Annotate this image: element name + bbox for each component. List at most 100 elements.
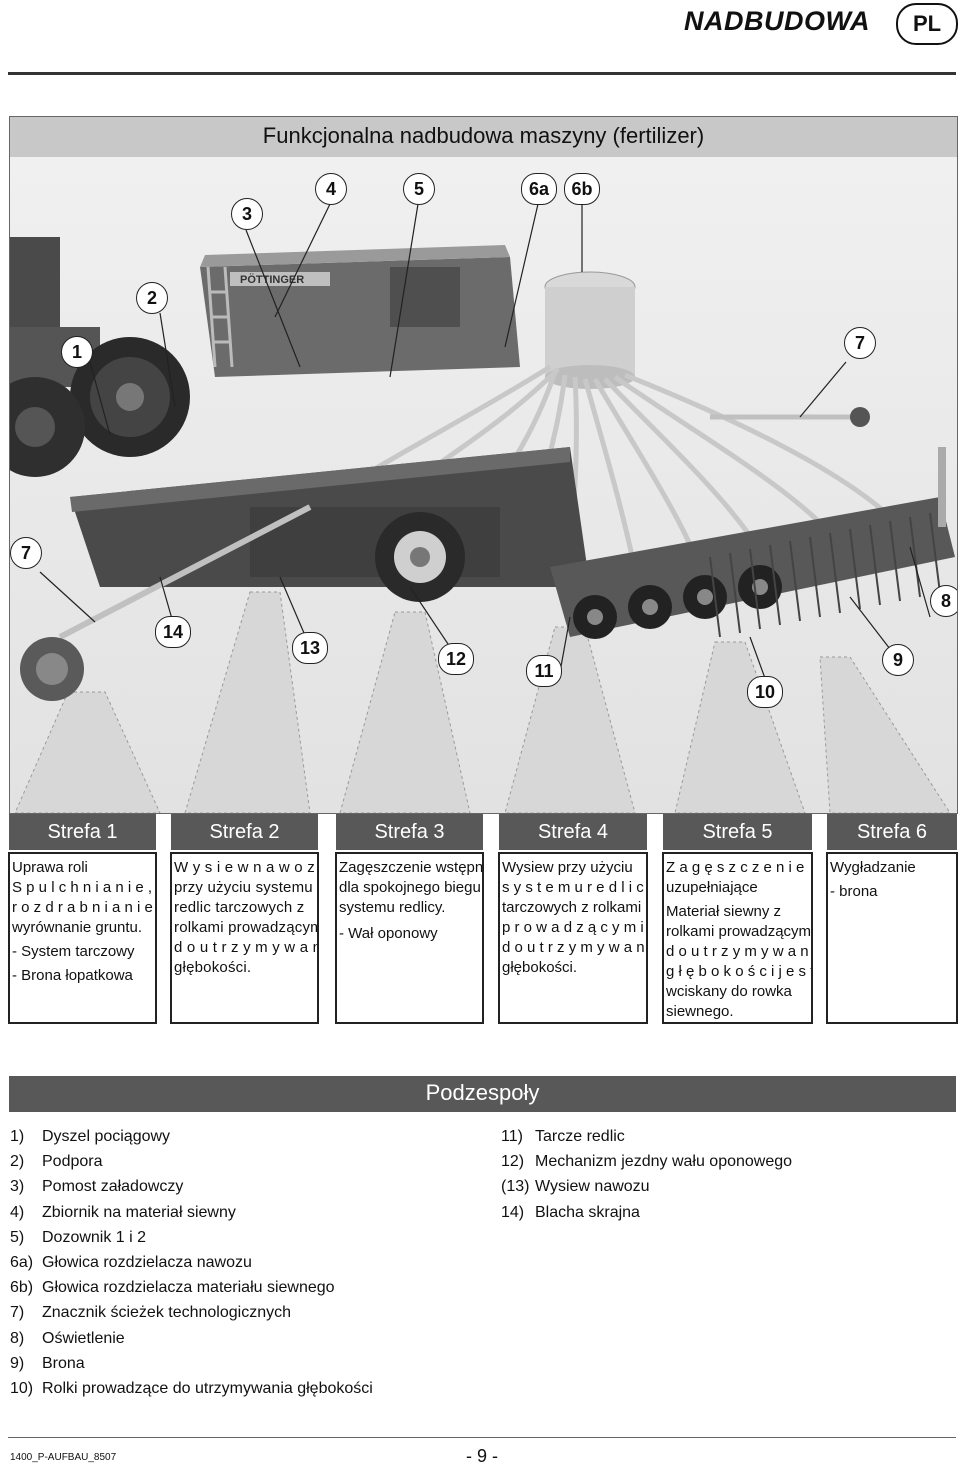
zone-3-description: Zagęszczenie wstępne dla spokojnego bieg… — [335, 852, 484, 1024]
components-list-right: 11)Tarcze redlic 12)Mechanizm jezdny wał… — [501, 1124, 792, 1225]
zone-2-line: rolkami prowadzącymi — [174, 919, 319, 936]
zone-6-line: Wygładzanie — [830, 859, 916, 876]
list-item: 3)Pomost załadowczy — [10, 1178, 184, 1196]
distributor-tower — [544, 271, 636, 389]
zone-5-line: wciskany do rowka — [666, 983, 792, 1000]
zone-1-header: Strefa 1 — [9, 814, 156, 850]
panel-title-bar — [10, 117, 957, 157]
list-item: 1)Dyszel pociągowy — [10, 1128, 171, 1145]
page-number: - 9 - — [466, 1446, 499, 1466]
panel-title: Funkcjonalna nadbudowa maszyny (fertiliz… — [262, 123, 705, 148]
zone-5-line: uzupełniające — [666, 879, 758, 896]
brand-label: PÖTTINGER — [240, 273, 304, 286]
zone-5-line: rolkami prowadzącymi — [666, 923, 813, 940]
callout-9: 9 — [882, 644, 914, 676]
language-badge: PL — [896, 3, 958, 45]
zone-3-line: Zagęszczenie wstępne — [339, 859, 484, 876]
zone-5-line: siewnego. — [666, 1003, 734, 1020]
list-item: 10)Rolki prowadzące do utrzymywania głęb… — [10, 1380, 373, 1398]
zone-2-line: redlic tarczowych z — [174, 899, 305, 916]
zone-1-line: - Brona łopatkowa — [12, 967, 133, 984]
zone-6-line: - brona — [830, 883, 878, 900]
callout-11: 11 — [526, 655, 562, 687]
machine-panel: Funkcjonalna nadbudowa maszyny (fertiliz… — [9, 116, 958, 814]
header-divider — [8, 72, 956, 75]
callout-12: 12 — [438, 643, 474, 675]
zone-5-line: Materiał siewny z — [666, 903, 782, 920]
callout-13: 13 — [292, 632, 328, 664]
components-list-left: 1)Dyszel pociągowy 2)Podpora 3)Pomost za… — [10, 1124, 373, 1401]
zone-3-line: systemu redlicy. — [339, 899, 446, 916]
zone-4-line: d o u t r z y m y w a n i a — [502, 939, 646, 956]
list-item: (13)Wysiew nawozu — [501, 1178, 650, 1196]
callout-6b: 6b — [564, 173, 600, 205]
document-code: 1400_P-AUFBAU_8507 — [10, 1452, 117, 1463]
zone-6-header: Strefa 6 — [827, 814, 957, 850]
callout-10: 10 — [747, 676, 783, 708]
tyre-packer — [375, 512, 465, 602]
list-item: 12)Mechanizm jezdny wału oponowego — [501, 1153, 793, 1171]
marker-arm-left — [20, 504, 312, 701]
zone-4-line: s y s t e m u r e d l i c — [502, 879, 644, 896]
zone-2-line: głębokości. — [174, 959, 252, 976]
callout-5: 5 — [403, 173, 435, 205]
zone-beam-1 — [14, 691, 161, 813]
zone-beam-6 — [819, 656, 951, 813]
zone-5-description: Z a g ę s z c z e n i e uzupełniające Ma… — [662, 852, 813, 1024]
zone-3-line: - Wał oponowy — [339, 925, 438, 942]
list-item: 6b)Głowica rozdzielacza materiału siewne… — [10, 1279, 335, 1297]
zone-5-line: d o u t r z y m y w a n i a — [666, 943, 813, 960]
zone-3-header: Strefa 3 — [336, 814, 483, 850]
callout-1: 1 — [61, 336, 93, 368]
zone-1-line: Uprawa roli — [12, 859, 88, 876]
list-item: 11)Tarcze redlic — [501, 1128, 625, 1145]
section-title: NADBUDOWA — [684, 6, 870, 36]
zone-4-description: Wysiew przy użyciu s y s t e m u r e d l… — [498, 852, 648, 1024]
callout-7-left: 7 — [10, 537, 42, 569]
list-item: 9)Brona — [10, 1354, 85, 1372]
zone-2-description: W y s i e w n a w o z u przy użyciu syst… — [170, 852, 319, 1024]
footer-divider — [8, 1437, 956, 1438]
zone-1-line: - System tarczowy — [12, 943, 135, 960]
zone-4-line: tarczowych z rolkami — [502, 899, 642, 916]
list-item: 6a)Głowica rozdzielacza nawozu — [10, 1254, 252, 1272]
list-item: 5)Dozownik 1 i 2 — [10, 1228, 147, 1246]
zone-beam-5 — [674, 641, 806, 813]
seed-hopper: PÖTTINGER — [200, 245, 520, 377]
zone-beam-2 — [184, 591, 311, 813]
lighting-post — [938, 447, 946, 527]
seed-drill-illustration: PÖTTINGER — [10, 157, 957, 813]
zone-beam-3 — [339, 611, 471, 813]
list-item: 8)Oświetlenie — [10, 1329, 125, 1347]
harrow — [709, 512, 941, 638]
zone-4-line: Wysiew przy użyciu — [502, 859, 633, 876]
zone-4-line: głębokości. — [502, 959, 578, 976]
zone-3-line: dla spokojnego biegu — [339, 879, 481, 896]
callout-7-right: 7 — [844, 327, 876, 359]
zone-2-line: d o u t r z y m y w a n i a — [174, 939, 317, 956]
ladder — [206, 266, 234, 368]
list-item: 4)Zbiornik na materiał siewny — [10, 1203, 236, 1221]
callout-8: 8 — [930, 585, 957, 617]
list-item: 7)Znacznik ścieżek technologicznych — [10, 1304, 292, 1322]
callout-2: 2 — [136, 282, 168, 314]
zone-5-header: Strefa 5 — [663, 814, 812, 850]
callout-6a: 6a — [521, 173, 557, 205]
marker-arm-right — [710, 407, 870, 427]
zone-2-header: Strefa 2 — [171, 814, 318, 850]
zone-2-line: W y s i e w n a w o z u — [174, 859, 319, 876]
zone-2-line: przy użyciu systemu — [174, 879, 313, 896]
zone-1-line: wyrównanie gruntu. — [12, 919, 143, 936]
zone-5-line: g ł ę b o k o ś c i j e s t — [666, 963, 813, 980]
callout-4: 4 — [315, 173, 347, 205]
zone-1-line: S p u l c h n i a n i e , — [12, 879, 153, 896]
components-header-bar — [9, 1076, 956, 1112]
components-title: Podzespoły — [425, 1080, 540, 1105]
zone-4-line: p r o w a d z ą c y m i — [502, 919, 644, 936]
tractor — [10, 237, 190, 477]
zone-4-header: Strefa 4 — [499, 814, 647, 850]
list-item: 2)Podpora — [10, 1153, 103, 1171]
zone-1-description: Uprawa roli S p u l c h n i a n i e , r … — [8, 852, 157, 1024]
list-item: 14)Blacha skrajna — [501, 1203, 640, 1221]
callout-3: 3 — [231, 198, 263, 230]
